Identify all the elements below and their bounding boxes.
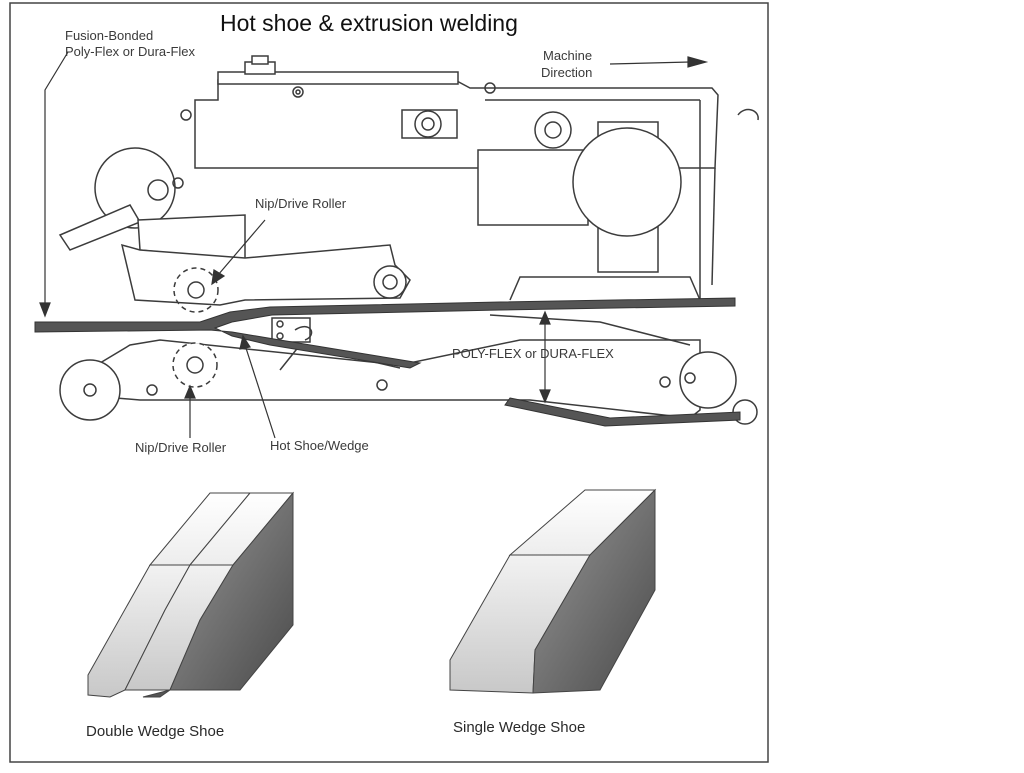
nip-drive-roller-top-label: Nip/Drive Roller <box>255 196 347 211</box>
screw-icon <box>376 379 388 391</box>
axle-icon <box>83 383 97 397</box>
arrow-head-icon <box>211 269 226 286</box>
top-knob-cap <box>251 55 269 65</box>
control-knob-icon <box>414 110 442 138</box>
wedge-right-face <box>169 491 294 691</box>
upper-frame <box>120 243 411 306</box>
handle <box>58 204 142 251</box>
axle-icon <box>147 179 169 201</box>
nip-roller-top-leader <box>217 219 266 276</box>
machine-direction-arrow <box>609 61 691 65</box>
gauge-icon <box>544 121 562 139</box>
machine-direction-label: Direction <box>541 65 593 80</box>
screw-icon <box>659 376 671 388</box>
page-title: Hot shoe & extrusion welding <box>220 10 518 36</box>
gauge-icon <box>534 111 572 149</box>
single-wedge-shoe-label: Single Wedge Shoe <box>453 719 586 736</box>
geomembrane-sheets <box>34 297 741 427</box>
arrow-head-icon <box>239 334 251 350</box>
right-tray <box>509 276 701 301</box>
control-box <box>401 109 458 139</box>
screw-icon <box>276 332 284 340</box>
screw-icon <box>146 384 158 396</box>
hot-shoe-wedge-label: Hot Shoe/Wedge <box>270 438 369 453</box>
fusion-leader-line <box>44 51 69 305</box>
screw-icon <box>180 109 192 121</box>
hot-shoe-wire <box>294 325 313 341</box>
screw-icon <box>276 320 284 328</box>
front-wheel <box>59 359 121 421</box>
nip-drive-roller-bottom-label: Nip/Drive Roller <box>135 440 227 455</box>
motor-wheel <box>572 127 682 237</box>
single-wedge-shoe-figure <box>449 488 657 694</box>
nip-roller-top <box>173 267 219 313</box>
axle-icon <box>187 281 205 299</box>
housing-top-plate <box>217 71 459 85</box>
poly-flex-label: POLY-FLEX or DURA-FLEX <box>452 346 614 361</box>
housing-right-rail-outer <box>711 167 716 286</box>
page-frame <box>9 2 769 763</box>
wedge-slot <box>142 689 171 698</box>
arrow-head-icon <box>687 56 709 68</box>
double-wedge-shoe-figure <box>87 491 295 698</box>
fusion-bonded-label: Fusion-Bonded <box>65 28 154 43</box>
arrow-head-icon <box>539 389 551 404</box>
control-knob-icon <box>421 117 435 131</box>
lower-sheet <box>504 397 741 427</box>
screw-icon <box>292 86 304 98</box>
rear-roller <box>94 147 176 229</box>
wedge-side-face <box>532 488 656 694</box>
double-wedge-shoe-label: Double Wedge Shoe <box>86 723 225 740</box>
arrow-head-icon <box>39 302 51 318</box>
screw-icon <box>684 372 696 384</box>
rear-wheel <box>679 351 737 409</box>
motor-box <box>477 149 589 226</box>
frame-roller <box>373 265 407 299</box>
axle-icon <box>186 356 204 374</box>
guide-rail <box>489 314 691 346</box>
axle-icon <box>382 274 398 290</box>
fusion-bonded-label: Poly-Flex or Dura-Flex <box>65 44 196 59</box>
nip-roller-bottom <box>172 342 218 388</box>
upper-sheet <box>34 297 736 369</box>
screw-icon <box>295 89 301 95</box>
cable-end <box>737 108 759 121</box>
screw-icon <box>172 177 184 189</box>
machine-direction-label: Machine <box>543 48 593 63</box>
hot-shoe-leader <box>244 344 276 439</box>
arrow-head-icon <box>184 384 196 399</box>
screw-icon <box>484 82 496 94</box>
arrow-head-icon <box>539 310 551 325</box>
